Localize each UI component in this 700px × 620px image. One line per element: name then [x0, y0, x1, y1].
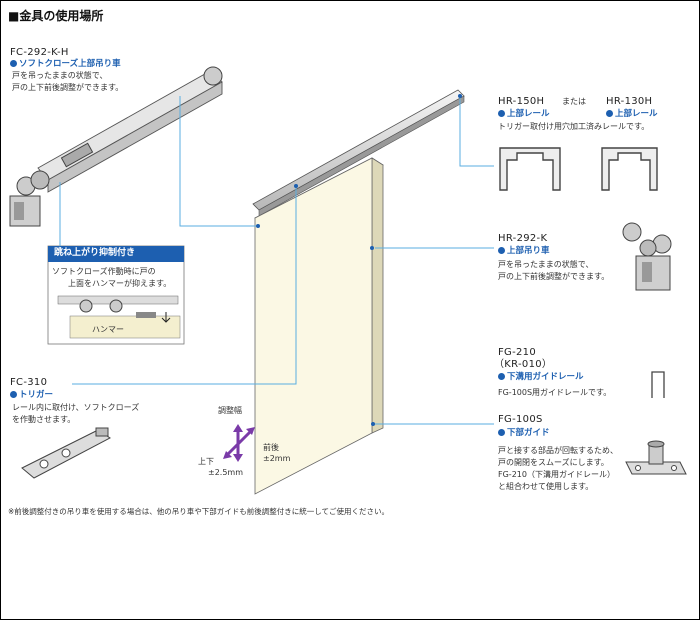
- adjust-ud-label: 上下: [198, 457, 214, 466]
- footnote: ※前後調整付きの吊り車を使用する場合は、他の吊り車や下部ガイドも前後調整付きに統…: [8, 507, 390, 516]
- leader-dots: [256, 94, 462, 426]
- inset-heading: 跳ね上がり抑制付き: [54, 248, 136, 258]
- fc292-desc-1: 戸を吊ったままの状態で、: [12, 71, 108, 80]
- hr292-desc-2: 戸の上下前後調整ができます。: [498, 272, 610, 281]
- fc292-name: ソフトクローズ上部吊り車: [10, 60, 121, 69]
- adjust-arrows: [223, 424, 255, 462]
- fc310-desc-2: を作動させます。: [12, 415, 76, 424]
- rail-code-2: HR-130H: [606, 96, 653, 107]
- rail-desc: トリガー取付け用穴加工済みレールです。: [498, 122, 650, 131]
- fg210-name: 下溝用ガイドレール: [498, 373, 584, 382]
- rail-or: または: [562, 97, 586, 106]
- hr292-name: 上部吊り車: [498, 247, 550, 256]
- bullet-icon: [606, 110, 613, 117]
- inset-text-1: ソフトクローズ作動時に戸の: [52, 267, 156, 276]
- bullet-icon: [498, 247, 505, 254]
- adjust-fb-label: 前後: [263, 443, 279, 452]
- inset-box: [47, 245, 185, 345]
- fc310-trigger-image: [21, 427, 111, 479]
- hr292-code: HR-292-K: [498, 233, 548, 244]
- bullet-icon: [498, 110, 505, 117]
- fg100s-desc-3: FG-210（下溝用ガイドレール）: [498, 470, 615, 479]
- fg210-code-1: FG-210: [498, 347, 536, 358]
- fg100s-desc-4: と組合わせて使用します。: [498, 482, 594, 491]
- fg210-desc: FG-100S用ガイドレールです。: [498, 388, 612, 397]
- bullet-icon: [498, 429, 505, 436]
- fg210-code-2: （KR-010）: [494, 359, 553, 370]
- adjust-fb-value: ±2mm: [263, 454, 291, 463]
- fc310-name: トリガー: [10, 391, 53, 400]
- page-title: ■金具の使用場所: [8, 9, 104, 23]
- fc292-roller-image: [9, 66, 223, 227]
- adjust-label: 調整幅: [218, 406, 242, 415]
- rail-name-2: 上部レール: [606, 110, 658, 119]
- door-panel: [254, 157, 384, 495]
- fc310-code: FC-310: [10, 377, 48, 388]
- leader-lines: [59, 96, 494, 425]
- fc292-code: FC-292-K-H: [10, 47, 69, 58]
- hr292-desc-1: 戸を吊ったままの状態で、: [498, 260, 594, 269]
- rail-profiles: [499, 147, 658, 191]
- inset-hammer-label: ハンマー: [92, 325, 124, 334]
- fg100s-code: FG-100S: [498, 414, 543, 425]
- fg210-channel-image: [651, 371, 665, 398]
- rail-code-1: HR-150H: [498, 96, 545, 107]
- hr292-roller-image: [622, 222, 672, 291]
- bullet-icon: [498, 373, 505, 380]
- fg100s-name: 下部ガイド: [498, 429, 550, 438]
- fc310-desc-1: レール内に取付け、ソフトクローズ: [12, 403, 140, 412]
- rail-name-1: 上部レール: [498, 110, 550, 119]
- fg100s-desc-2: 戸の開閉をスムーズにします。: [498, 458, 609, 467]
- bullet-icon: [10, 391, 17, 398]
- fg100s-desc-1: 戸と接する部品が回転するため、: [498, 446, 618, 455]
- fc292-desc-2: 戸の上下前後調整ができます。: [12, 83, 124, 92]
- inset-text-2: 上面をハンマーが抑えます。: [68, 279, 172, 288]
- bullet-icon: [10, 60, 17, 67]
- adjust-ud-value: ±2.5mm: [208, 468, 244, 477]
- fg100s-guide-image: [625, 440, 687, 475]
- upper-rail: [252, 89, 465, 217]
